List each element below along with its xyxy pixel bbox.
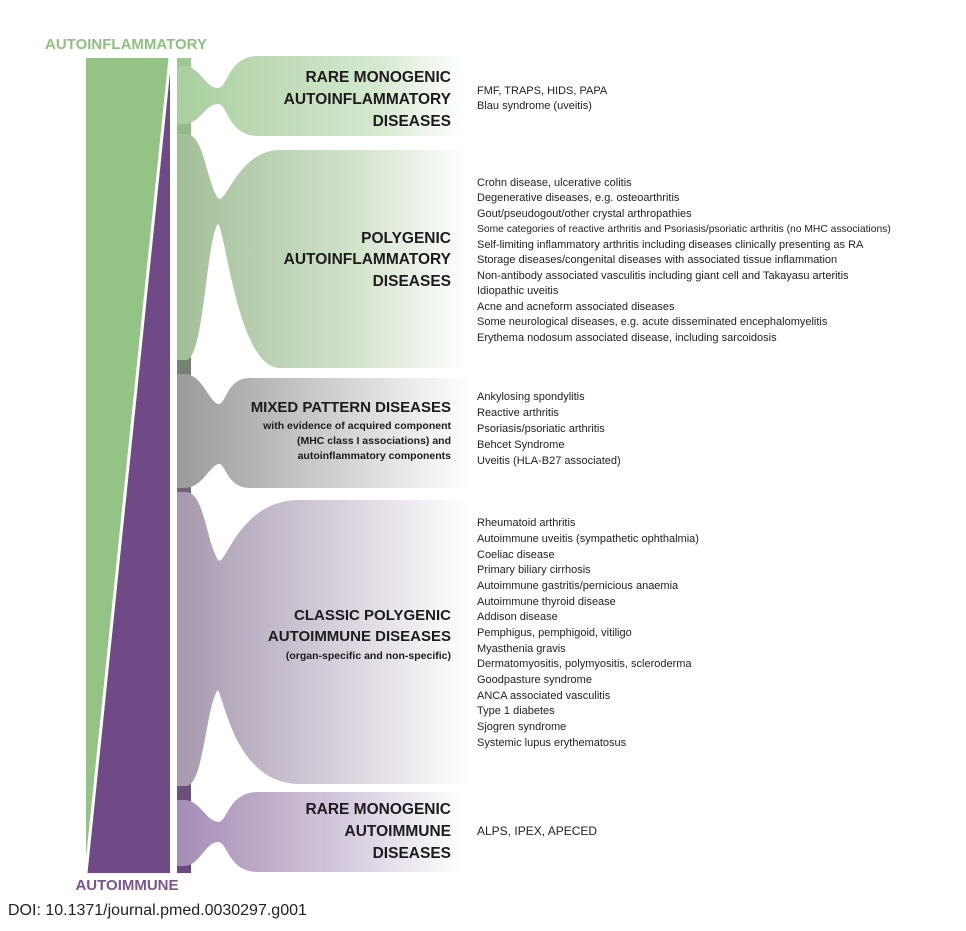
category-title-line: AUTOIMMUNE DISEASES xyxy=(268,628,451,645)
category-title-line: DISEASES xyxy=(373,113,451,130)
category-title-line: RARE MONOGENIC xyxy=(305,69,451,86)
disease-item: Autoimmune thyroid disease xyxy=(477,596,616,608)
axis-top-label: AUTOINFLAMMATORY xyxy=(45,36,207,53)
disease-item: Some categories of reactive arthritis an… xyxy=(477,224,891,235)
disease-item: FMF, TRAPS, HIDS, PAPA xyxy=(477,85,608,97)
category-title-line: AUTOINFLAMMATORY xyxy=(284,91,452,108)
category-title-line: POLYGENIC xyxy=(361,230,451,247)
category-subtitle-line: autoinflammatory components xyxy=(298,450,452,462)
category-shape-polygenic-autoinflammatory xyxy=(177,134,470,368)
disease-item: Degenerative diseases, e.g. osteoarthrit… xyxy=(477,192,680,204)
autoinflammatory-autoimmune-spectrum-diagram: AUTOINFLAMMATORY AUTOIMMUNE RARE MONOGEN… xyxy=(45,36,891,894)
category-shape-rare-monogenic-autoinflammatory xyxy=(177,56,462,136)
category-shape-classic-polygenic-autoimmune xyxy=(177,492,470,786)
disease-item: Gout/pseudogout/other crystal arthropath… xyxy=(477,208,692,220)
category-title-line: DISEASES xyxy=(373,845,451,862)
wedge-divider xyxy=(84,57,172,874)
disease-item: Ankylosing spondylitis xyxy=(477,391,585,403)
disease-item: ANCA associated vasculitis xyxy=(477,690,611,702)
disease-item: Type 1 diabetes xyxy=(477,705,555,717)
category-shape-mixed-pattern xyxy=(177,374,470,488)
disease-item: Self-limiting inflammatory arthritis inc… xyxy=(477,239,864,251)
disease-item: Autoimmune uveitis (sympathetic ophthalm… xyxy=(477,533,699,545)
category-title-line: AUTOINFLAMMATORY xyxy=(284,251,452,268)
disease-item: Storage diseases/congenital diseases wit… xyxy=(477,254,837,266)
disease-item: Uveitis (HLA-B27 associated) xyxy=(477,455,621,467)
disease-item: Autoimmune gastritis/pernicious anaemia xyxy=(477,580,679,592)
category-mixed-pattern: MIXED PATTERN DISEASES with evidence of … xyxy=(251,391,621,467)
disease-item: Acne and acneform associated diseases xyxy=(477,301,675,313)
disease-item: Crohn disease, ulcerative colitis xyxy=(477,177,632,189)
category-classic-polygenic-autoimmune: CLASSIC POLYGENIC AUTOIMMUNE DISEASES (o… xyxy=(268,517,699,749)
disease-item: Sjogren syndrome xyxy=(477,721,566,733)
disease-item: Goodpasture syndrome xyxy=(477,674,592,686)
category-subtitle-line: with evidence of acquired component xyxy=(262,420,451,432)
disease-item: Rheumatoid arthritis xyxy=(477,517,576,529)
disease-item: Reactive arthritis xyxy=(477,407,559,419)
disease-item: Dermatomyositis, polymyositis, scleroder… xyxy=(477,658,692,670)
disease-item: Psoriasis/psoriatic arthritis xyxy=(477,423,605,435)
category-subtitle-line: (organ-specific and non-specific) xyxy=(286,650,451,662)
disease-item: Erythema nodosum associated disease, inc… xyxy=(477,332,777,344)
disease-item: Behcet Syndrome xyxy=(477,439,564,451)
category-shape-rare-monogenic-autoimmune xyxy=(177,792,462,872)
disease-item: Primary biliary cirrhosis xyxy=(477,564,591,576)
disease-item: Systemic lupus erythematosus xyxy=(477,737,627,749)
category-title-line: MIXED PATTERN DISEASES xyxy=(251,399,451,416)
category-title-line: AUTOIMMUNE xyxy=(345,823,452,840)
category-polygenic-autoinflammatory: POLYGENIC AUTOINFLAMMATORY DISEASES Croh… xyxy=(284,177,891,344)
disease-item: Blau syndrome (uveitis) xyxy=(477,100,592,112)
category-title-line: DISEASES xyxy=(373,273,451,290)
axis-bottom-label: AUTOIMMUNE xyxy=(75,877,178,894)
disease-item: ALPS, IPEX, APECED xyxy=(477,824,597,838)
disease-item: Idiopathic uveitis xyxy=(477,285,559,297)
disease-item: Coeliac disease xyxy=(477,549,555,561)
category-title-line: CLASSIC POLYGENIC xyxy=(294,607,451,624)
category-title-line: RARE MONOGENIC xyxy=(305,801,451,818)
category-subtitle-line: (MHC class I associations) and xyxy=(297,435,451,447)
category-rare-monogenic-autoinflammatory: RARE MONOGENIC AUTOINFLAMMATORY DISEASES… xyxy=(284,69,608,130)
disease-item: Myasthenia gravis xyxy=(477,643,566,655)
disease-item: Pemphigus, pemphigoid, vitiligo xyxy=(477,627,632,639)
doi-caption: DOI: 10.1371/journal.pmed.0030297.g001 xyxy=(8,902,307,919)
disease-item: Addison disease xyxy=(477,611,558,623)
disease-item: Some neurological diseases, e.g. acute d… xyxy=(477,316,828,328)
category-rare-monogenic-autoimmune: RARE MONOGENIC AUTOIMMUNE DISEASES ALPS,… xyxy=(305,801,597,862)
disease-item: Non-antibody associated vasculitis inclu… xyxy=(477,270,849,282)
